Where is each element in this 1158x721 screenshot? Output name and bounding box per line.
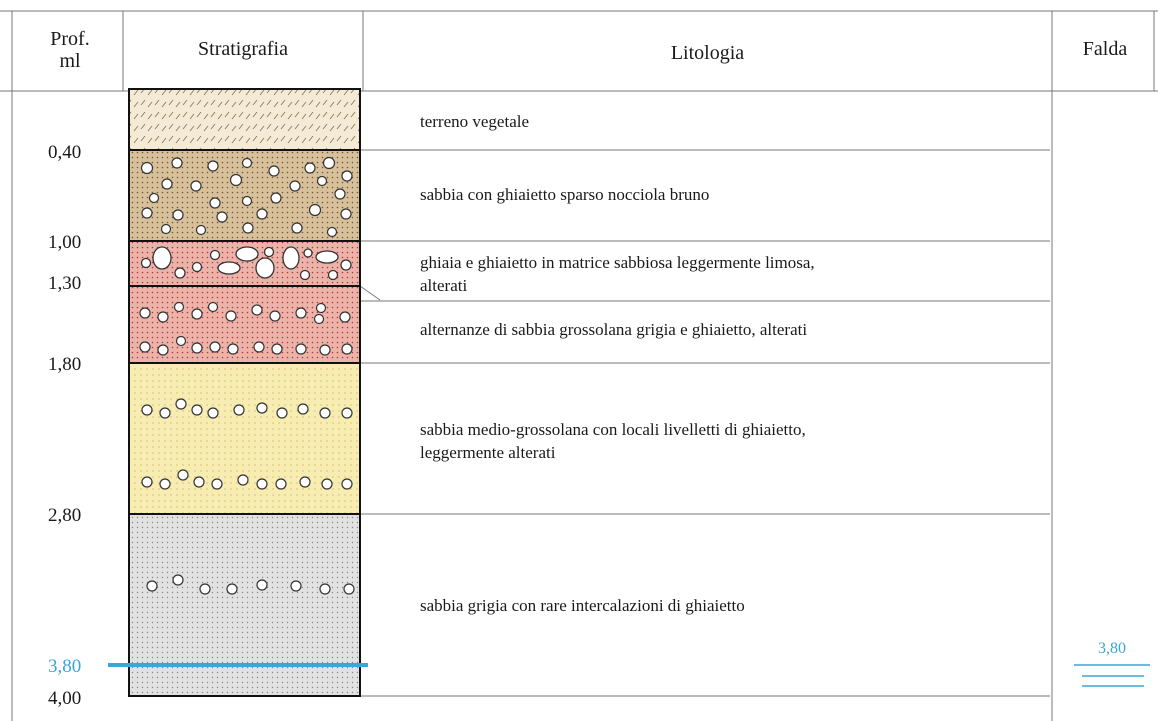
- gravel-pebbles-grey-row: [146, 574, 355, 595]
- lithology-description: alternanze di sabbia grossolana grigia e…: [420, 320, 808, 339]
- gravel-pebbles-yellow-rows: [141, 398, 353, 490]
- header-falda: Falda: [1082, 38, 1128, 60]
- gravel-pebbles-red: [140, 246, 352, 281]
- depth-label: 1,80: [48, 354, 82, 375]
- layer-sand-grey: [129, 514, 360, 696]
- gravel-pebbles-brown: [140, 156, 353, 238]
- lithology-description: sabbia con ghiaietto sparso nocciola bru…: [420, 185, 710, 204]
- header-stratigrafia: Stratigrafia: [198, 38, 288, 60]
- depth-label: 0,40: [48, 142, 82, 163]
- depth-label: 4,00: [48, 688, 82, 709]
- layer-vegetal-soil: [129, 89, 360, 150]
- lithology-description: terreno vegetale: [420, 112, 530, 131]
- depth-label: 1,30: [48, 273, 82, 294]
- strata-column: [128, 88, 361, 697]
- gravel-pebbles-red-rows: [139, 301, 353, 356]
- lithology-description: sabbia grigia con rare intercalazioni di…: [420, 596, 745, 615]
- lithology-description: ghiaia e ghiaietto in matrice sabbiosa l…: [420, 253, 815, 295]
- header-litologia: Litologia: [670, 42, 745, 64]
- water-depth-label: 3,80: [48, 656, 82, 677]
- lithology-description: sabbia medio-grossolana con locali livel…: [420, 420, 806, 462]
- depth-label: 1,00: [48, 232, 82, 253]
- header-prof: Prof. ml: [50, 28, 90, 72]
- falda-value: 3,80: [1098, 640, 1126, 657]
- water-table: [108, 663, 1150, 687]
- layer-sand-yellow: [129, 363, 360, 514]
- depth-label: 2,80: [48, 505, 82, 526]
